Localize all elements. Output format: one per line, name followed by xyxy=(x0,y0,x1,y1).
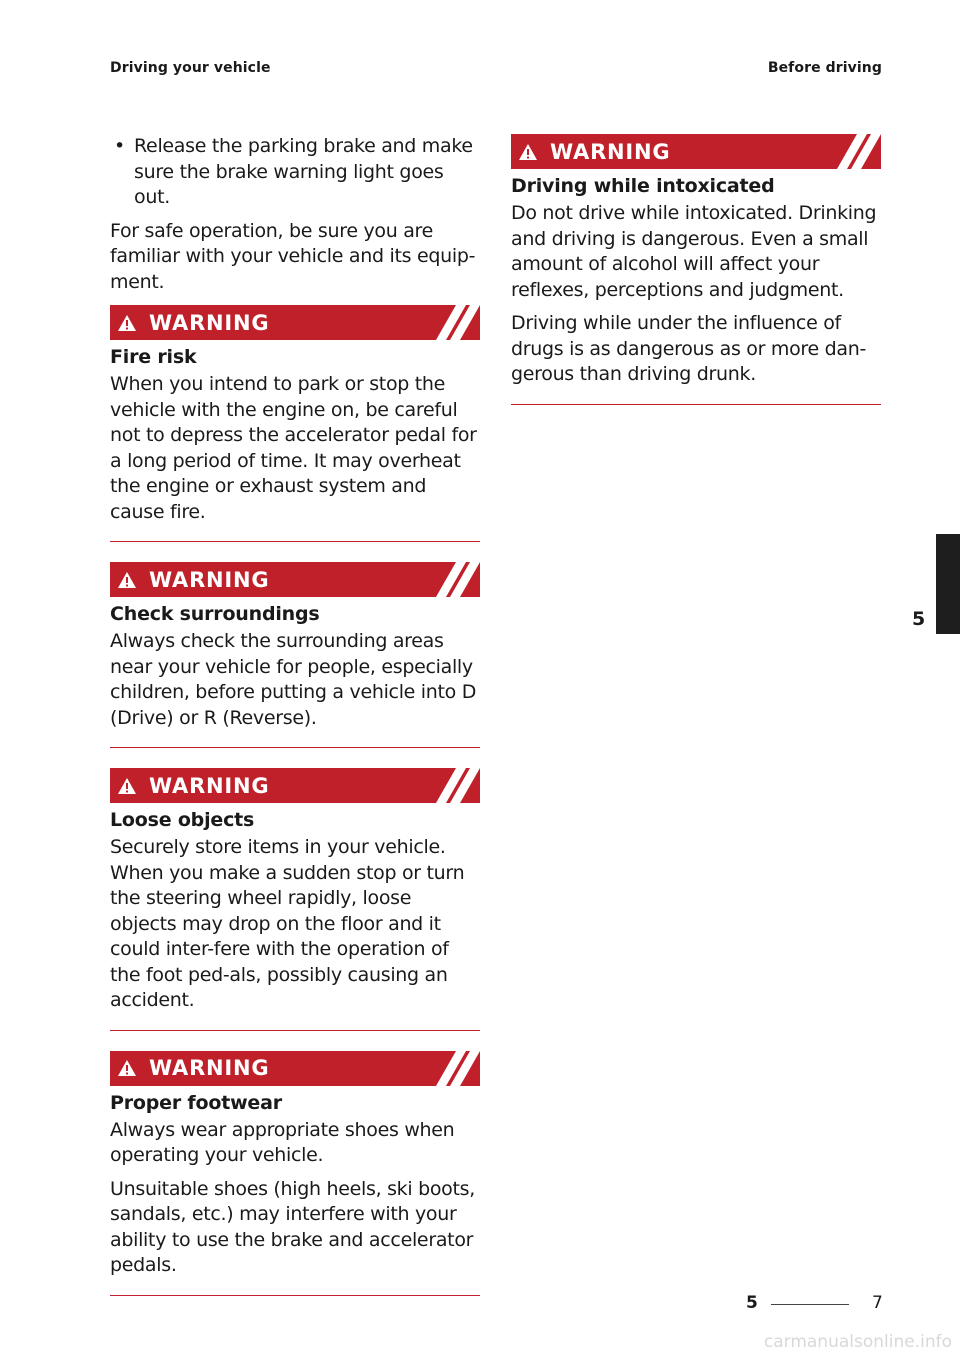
warning-triangle-icon xyxy=(117,776,137,796)
header-chapter: Driving your vehicle xyxy=(110,60,271,76)
warning-label: WARNING xyxy=(550,139,671,164)
footer-divider xyxy=(771,1304,849,1305)
warning-end-rule xyxy=(110,747,480,748)
warning-label: WARNING xyxy=(149,567,270,592)
warning-banner: WARNING xyxy=(110,768,480,803)
warning-banner: WARNING xyxy=(110,562,480,597)
warning-triangle-icon xyxy=(117,1058,137,1078)
intro-paragraph: For safe operation, be sure you are fami… xyxy=(110,219,476,293)
warning-banner: WARNING xyxy=(110,305,480,340)
warning-banner: WARNING xyxy=(511,134,881,169)
footer-page-number: 7 xyxy=(872,1293,883,1313)
warning-stripes xyxy=(436,305,480,340)
chapter-tab-number: 5 xyxy=(912,608,926,630)
right-warnings: WARNING Driving while intoxicated Do not d… xyxy=(511,134,881,405)
warning-label: WARNING xyxy=(149,773,270,798)
header-section: Before driving xyxy=(767,60,882,76)
warning-end-rule xyxy=(110,1029,480,1031)
left-column: • Release the parking brake and make sur… xyxy=(110,134,480,1316)
warning-triangle-icon xyxy=(117,570,137,590)
chapter-tab xyxy=(936,534,960,634)
list-item: • Release the parking brake and make sur… xyxy=(110,134,480,211)
warning-paragraph: Unsuitable shoes (high heels, ski boots,… xyxy=(110,1177,475,1277)
warning-triangle-icon xyxy=(117,313,137,333)
warning-paragraph: Securely store items in your vehicle. Wh… xyxy=(110,836,465,1011)
watermark: carmanualsonline.info xyxy=(763,1332,952,1352)
warning-title: Proper footwear xyxy=(110,1091,282,1114)
footer-section-number: 5 xyxy=(746,1293,758,1313)
warning-paragraph: When you intend to park or stop the vehi… xyxy=(110,373,477,523)
warning-end-rule xyxy=(511,403,881,405)
warning-label: WARNING xyxy=(149,310,270,335)
warning-title: Driving while intoxicated xyxy=(511,175,775,197)
warning-block: WARNING Driving while intoxicated Do not d… xyxy=(511,134,881,405)
warning-paragraph: Do not drive while intoxicated. Drinking… xyxy=(511,202,877,301)
warning-banner: WARNING xyxy=(110,1050,480,1086)
warning-end-rule xyxy=(110,1294,480,1296)
warning-label: WARNING xyxy=(149,1056,270,1080)
list-item-text: Release the parking brake and make sure … xyxy=(134,135,473,208)
warning-stripes xyxy=(436,1050,480,1086)
right-column: WARNING Driving while intoxicated Do not d… xyxy=(511,134,881,425)
warning-paragraph: Always wear appropriate shoes when opera… xyxy=(110,1118,455,1167)
warning-stripes xyxy=(436,562,480,597)
warning-end-rule xyxy=(110,541,480,542)
warning-title: Loose objects xyxy=(110,809,255,831)
warning-paragraph: Always check the surrounding areas near … xyxy=(110,630,477,729)
warning-stripes xyxy=(837,134,881,169)
warning-paragraph: Driving while under the influence of dru… xyxy=(511,312,867,385)
bullet-icon: • xyxy=(114,135,125,157)
warning-triangle-icon xyxy=(518,142,538,162)
warning-stripes xyxy=(436,768,480,803)
warning-title: Fire risk xyxy=(110,346,197,368)
warning-title: Check surroundings xyxy=(110,603,320,625)
